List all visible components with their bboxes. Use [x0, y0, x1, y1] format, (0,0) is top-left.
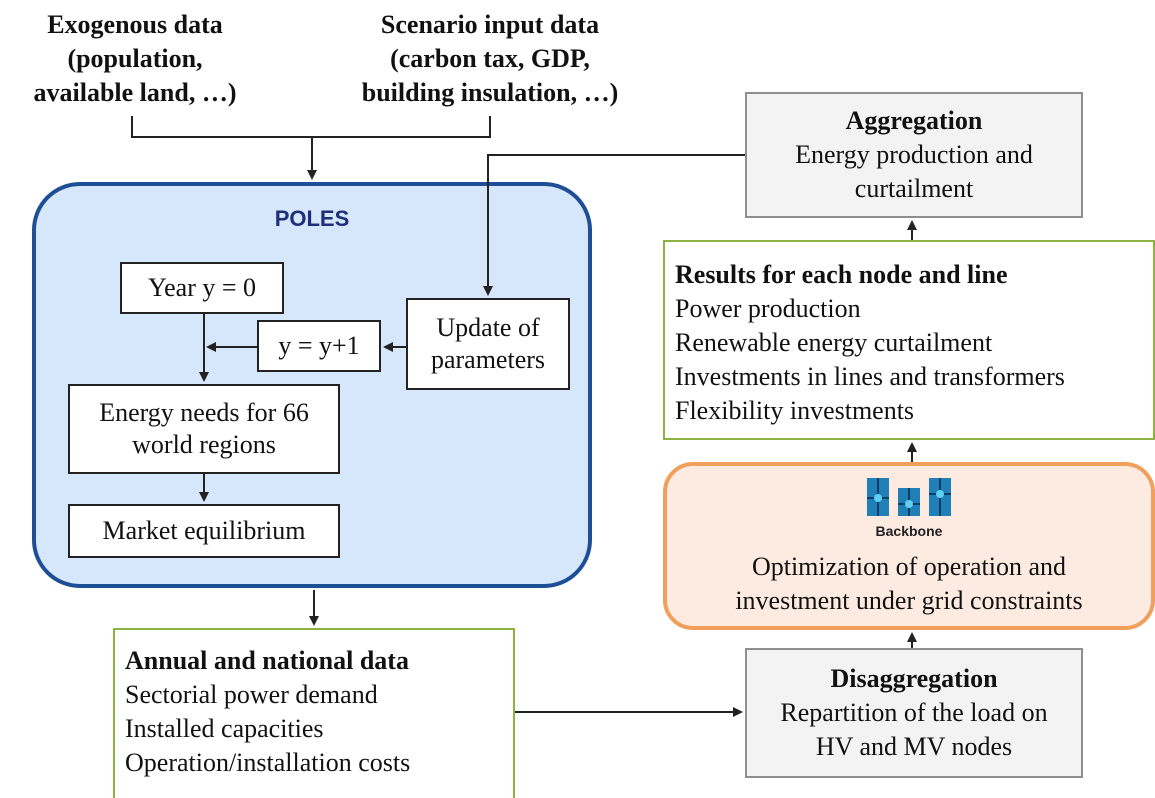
- results-item: Flexibility investments: [675, 396, 915, 425]
- aggregation-title: Aggregation: [845, 106, 983, 135]
- scenario-line-2: (carbon tax, GDP,: [390, 44, 590, 73]
- exogenous-data-label: Exogenous data (population, available la…: [10, 8, 260, 110]
- year-init-text: Year y = 0: [147, 273, 257, 302]
- results-item: Power production: [675, 294, 861, 323]
- disaggregation-line-1: Repartition of the load on: [780, 698, 1048, 727]
- aggregation-line-2: curtailment: [854, 174, 974, 203]
- backbone-logo-icon: [867, 478, 951, 516]
- backbone-logo: [667, 474, 1151, 522]
- exogenous-line-1: Exogenous data: [47, 10, 223, 39]
- annual-item: Installed capacities: [125, 714, 324, 743]
- energy-needs-box: Energy needs for 66 world regions: [68, 384, 340, 474]
- results-box: Results for each node and line Power pro…: [663, 240, 1155, 440]
- aggregation-line-1: Energy production and: [795, 140, 1033, 169]
- backbone-line-2: investment under grid constraints: [735, 586, 1083, 615]
- results-item: Renewable energy curtailment: [675, 328, 993, 357]
- exogenous-line-3: available land, …): [33, 78, 237, 107]
- results-title: Results for each node and line: [675, 260, 1008, 289]
- scenario-line-1: Scenario input data: [380, 10, 600, 39]
- year-init-box: Year y = 0: [120, 262, 284, 314]
- annual-item: Sectorial power demand: [125, 680, 378, 709]
- annual-item: Operation/installation costs: [125, 748, 411, 777]
- energy-line-2: world regions: [132, 430, 276, 459]
- aggregation-box: Aggregation Energy production and curtai…: [745, 92, 1083, 218]
- exogenous-line-2: (population,: [67, 44, 203, 73]
- update-line-1: Update of: [436, 313, 540, 342]
- results-item: Investments in lines and transformers: [675, 362, 1065, 391]
- disaggregation-line-2: HV and MV nodes: [815, 732, 1013, 761]
- scenario-line-3: building insulation, …): [361, 78, 619, 107]
- scenario-input-label: Scenario input data (carbon tax, GDP, bu…: [335, 8, 645, 110]
- market-equilibrium-box: Market equilibrium: [68, 504, 340, 558]
- poles-title: POLES: [274, 206, 350, 231]
- year-increment-text: y = y+1: [278, 331, 360, 360]
- update-line-2: parameters: [430, 345, 546, 374]
- update-parameters-box: Update of parameters: [406, 298, 570, 390]
- energy-line-1: Energy needs for 66: [99, 398, 309, 427]
- annual-data-box: Annual and national data Sectorial power…: [113, 628, 515, 798]
- market-text: Market equilibrium: [102, 516, 306, 545]
- disaggregation-title: Disaggregation: [830, 664, 998, 693]
- backbone-line-1: Optimization of operation and: [751, 552, 1067, 581]
- backbone-logo-text: Backbone: [875, 523, 943, 539]
- disaggregation-box: Disaggregation Repartition of the load o…: [745, 648, 1083, 778]
- exogenous-connector: [131, 116, 491, 138]
- annual-title: Annual and national data: [125, 646, 409, 675]
- backbone-box: Backbone Optimization of operation and i…: [663, 462, 1155, 630]
- year-increment-box: y = y+1: [257, 320, 381, 372]
